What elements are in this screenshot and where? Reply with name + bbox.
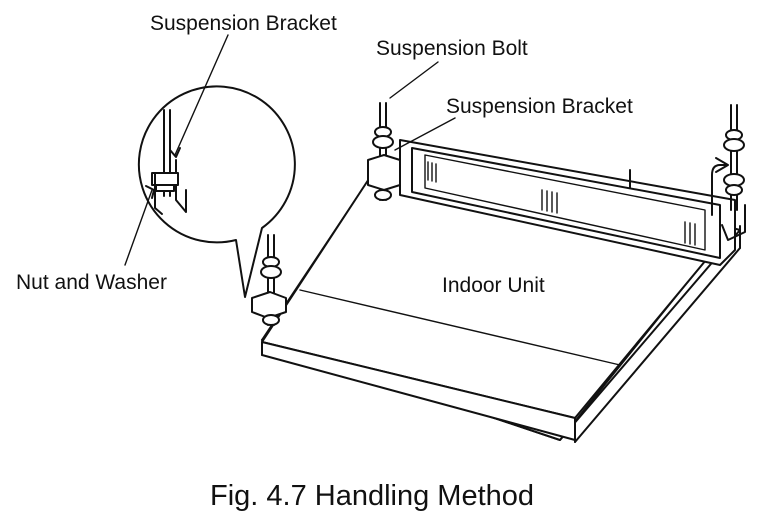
figure-caption: Fig. 4.7 Handling Method: [210, 480, 535, 512]
lift-arrow-icon: [711, 157, 729, 216]
label-suspension-bracket-unit: Suspension Bracket: [446, 95, 633, 118]
suspension-bolt-front-left: [251, 234, 287, 326]
label-nut-and-washer: Nut and Washer: [16, 271, 167, 294]
suspension-bolt-back-left: [367, 102, 401, 201]
label-suspension-bracket-detail: Suspension Bracket: [150, 12, 337, 35]
label-suspension-bolt: Suspension Bolt: [376, 37, 528, 60]
detail-callout: [137, 85, 296, 298]
suspension-bolt-back-right: [721, 104, 746, 241]
leader-lines: [124, 34, 456, 266]
label-indoor-unit: Indoor Unit: [442, 274, 545, 297]
